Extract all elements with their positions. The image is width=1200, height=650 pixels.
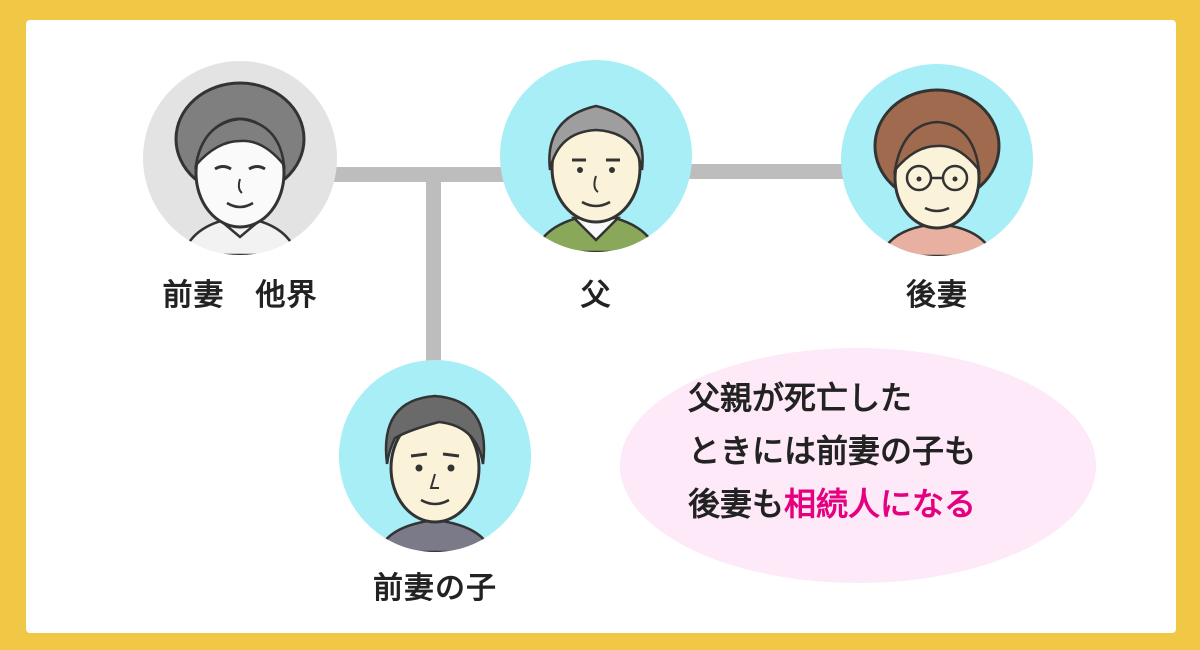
ex-wife-child-avatar	[339, 360, 531, 552]
father-avatar	[500, 60, 692, 252]
ex-wife-label: 前妻 他界	[162, 278, 318, 313]
elderly-man-icon	[534, 104, 658, 252]
ex-wife-avatar	[143, 61, 337, 255]
father-label: 父	[580, 278, 612, 313]
woman-with-glasses-icon	[873, 88, 1001, 256]
marriage-line-ex-wife	[330, 167, 510, 182]
second-wife-label: 後妻	[906, 278, 968, 313]
ex-wife-child-label: 前妻の子	[373, 571, 497, 606]
message-line-3: 後妻も相続人になる	[688, 478, 976, 531]
elderly-woman-icon	[174, 81, 306, 255]
message-highlight: 相続人になる	[784, 485, 977, 523]
second-wife-avatar	[841, 64, 1033, 256]
marriage-line-second-wife	[686, 164, 846, 179]
inheritance-message: 父親が死亡した ときには前妻の子も 後妻も相続人になる	[688, 372, 976, 531]
message-line-1: 父親が死亡した	[688, 379, 913, 417]
child-line	[426, 167, 441, 382]
message-line-3-prefix: 後妻も	[688, 485, 785, 523]
message-line-2: ときには前妻の子も	[688, 432, 977, 470]
speech-bubble	[620, 348, 1096, 583]
man-icon	[377, 394, 493, 552]
